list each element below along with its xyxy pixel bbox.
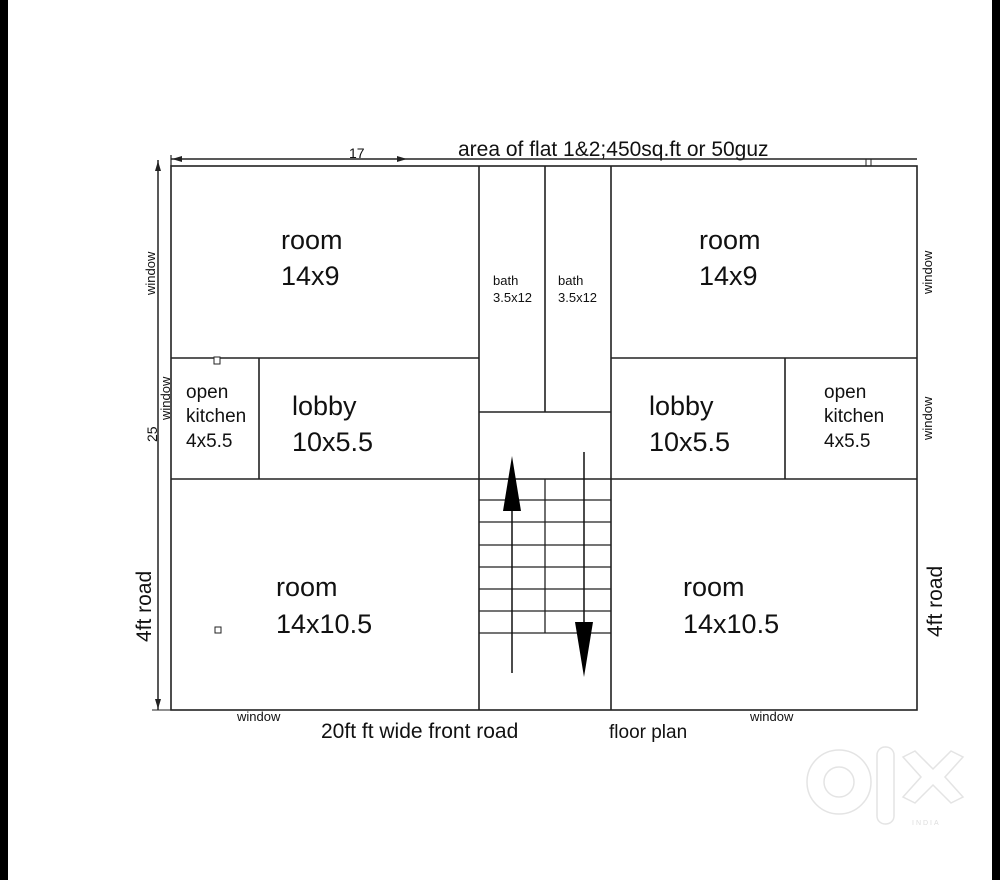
olx-watermark-logo bbox=[806, 746, 965, 825]
height-dimension-label: 25 bbox=[144, 426, 160, 442]
arrow-down-icon bbox=[575, 622, 593, 677]
marker bbox=[213, 356, 221, 365]
window-label-right-top: window bbox=[920, 250, 935, 295]
side-road-label-right: 4ft road bbox=[924, 566, 947, 637]
kitchen-left-size: 4x5.5 bbox=[186, 431, 232, 452]
floor-plan-drawing: area of flat 1&2;450sq.ft or 50guz 17 25… bbox=[133, 138, 965, 827]
lobby-left-size: 10x5.5 bbox=[292, 427, 373, 457]
olx-watermark-region: INDIA bbox=[912, 820, 941, 827]
floor-plan-sheet: area of flat 1&2;450sq.ft or 50guz 17 25… bbox=[8, 0, 992, 880]
bath-right-name: bath bbox=[558, 273, 583, 288]
kitchen-right-line1: open bbox=[824, 382, 866, 403]
side-road-label-left: 4ft road bbox=[133, 571, 156, 642]
window-label-left-kitchen: window bbox=[158, 376, 173, 421]
floor-plan-label: floor plan bbox=[609, 722, 687, 743]
window-label-bottom-left: window bbox=[236, 709, 281, 724]
bottom-left-room-name: room bbox=[276, 572, 338, 602]
kitchen-left-line1: open bbox=[186, 382, 228, 403]
outer-wall bbox=[170, 165, 918, 711]
lobby-right-name: lobby bbox=[649, 391, 714, 421]
bottom-right-room-name: room bbox=[683, 572, 745, 602]
dimension-arrow-left bbox=[172, 156, 182, 162]
marker bbox=[214, 626, 222, 634]
top-right-room-size: 14x9 bbox=[699, 261, 758, 291]
width-dimension-label: 17 bbox=[349, 145, 365, 161]
bath-left-name: bath bbox=[493, 273, 518, 288]
dimension-arrow-down bbox=[155, 699, 161, 709]
lobby-right-size: 10x5.5 bbox=[649, 427, 730, 457]
window-label-left-top: window bbox=[143, 251, 158, 296]
window-label-right-kitchen: window bbox=[920, 396, 935, 441]
window-label-bottom-right: window bbox=[749, 709, 794, 724]
kitchen-right-line2: kitchen bbox=[824, 406, 884, 427]
bottom-left-room-size: 14x10.5 bbox=[276, 609, 372, 639]
bottom-right-room-size: 14x10.5 bbox=[683, 609, 779, 639]
top-right-room-name: room bbox=[699, 225, 761, 255]
dimension-arrow-right bbox=[397, 156, 407, 162]
lobby-left-name: lobby bbox=[292, 391, 357, 421]
plan-title: area of flat 1&2;450sq.ft or 50guz bbox=[458, 138, 769, 161]
kitchen-right-size: 4x5.5 bbox=[824, 431, 870, 452]
bath-left-size: 3.5x12 bbox=[493, 290, 532, 305]
front-road-label: 20ft ft wide front road bbox=[321, 720, 518, 743]
top-left-room-name: room bbox=[281, 225, 343, 255]
bath-right-size: 3.5x12 bbox=[558, 290, 597, 305]
arrow-up-icon bbox=[503, 456, 521, 511]
dimension-arrow-up bbox=[155, 161, 161, 171]
kitchen-left-line2: kitchen bbox=[186, 406, 246, 427]
top-left-room-size: 14x9 bbox=[281, 261, 340, 291]
staircase bbox=[479, 479, 611, 634]
